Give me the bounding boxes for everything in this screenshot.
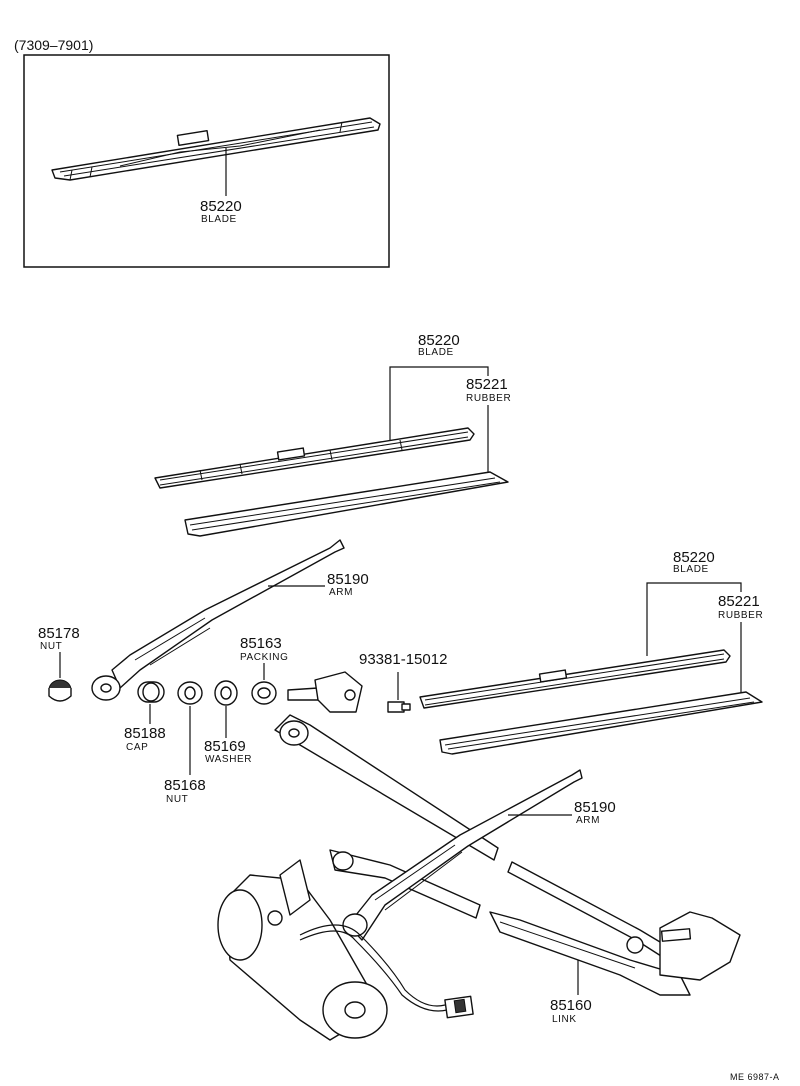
callout-rubber-2: 85221 RUBBER: [718, 593, 763, 621]
blade-1-bracket: [389, 366, 489, 440]
inset-blade-drawing: [51, 117, 381, 181]
inset-frame: [23, 54, 390, 268]
callout-bolt: 93381-15012: [359, 651, 447, 668]
blade-1-drawing: [154, 427, 475, 489]
blade-2-bracket: [646, 582, 742, 656]
svg-text:85178: 85178: [38, 625, 80, 642]
svg-text:CAP: CAP: [126, 742, 148, 753]
svg-text:LINK: LINK: [552, 1014, 577, 1025]
callout-arm-2: 85190 ARM: [574, 799, 616, 826]
wiper-motor-drawing: [217, 859, 474, 1041]
callout-blade-2: 85220 BLADE: [673, 549, 715, 575]
callout-packing: 85163 PACKING: [240, 635, 288, 663]
svg-text:85220: 85220: [673, 549, 715, 566]
svg-text:85190: 85190: [574, 799, 616, 816]
packing-drawing: [251, 681, 277, 705]
inset-range-label: (7309–7901): [14, 37, 93, 53]
callout-rubber-1: 85221 RUBBER: [466, 376, 511, 404]
callout-link: 85160 LINK: [550, 997, 592, 1025]
blade-2-drawing: [419, 649, 731, 709]
svg-text:BLADE: BLADE: [418, 347, 454, 358]
callout-nut-85168: 85168 NUT: [164, 777, 206, 805]
svg-text:85169: 85169: [204, 738, 246, 755]
svg-text:NUT: NUT: [40, 641, 62, 652]
arm-2-drawing: [342, 769, 583, 941]
svg-text:ARM: ARM: [329, 587, 353, 598]
nut-85168-drawing: [177, 681, 203, 705]
pivot-shaft-drawing: [287, 671, 363, 713]
rubber-2-drawing: [439, 691, 763, 755]
svg-text:85220: 85220: [418, 332, 460, 349]
svg-text:BLADE: BLADE: [673, 564, 709, 575]
svg-text:WASHER: WASHER: [205, 754, 252, 765]
svg-text:RUBBER: RUBBER: [718, 610, 763, 621]
svg-text:PACKING: PACKING: [240, 652, 288, 663]
svg-text:RUBBER: RUBBER: [466, 393, 511, 404]
svg-text:85221: 85221: [718, 593, 760, 610]
svg-text:BLADE: BLADE: [201, 214, 237, 225]
callout-inset-blade: 85220 BLADE: [200, 198, 242, 225]
callout-blade-1: 85220 BLADE: [418, 332, 460, 358]
svg-text:85163: 85163: [240, 635, 282, 652]
callout-nut-85178: 85178 NUT: [38, 625, 80, 652]
bolt-drawing: [387, 701, 411, 713]
svg-text:ARM: ARM: [576, 815, 600, 826]
svg-text:85220: 85220: [200, 198, 242, 215]
rubber-1-drawing: [184, 471, 509, 537]
svg-text:NUT: NUT: [166, 794, 188, 805]
washer-drawing: [214, 680, 238, 706]
drawing-code: ME 6987-A: [730, 1072, 780, 1082]
svg-text:85221: 85221: [466, 376, 508, 393]
svg-text:85190: 85190: [327, 571, 369, 588]
svg-text:85168: 85168: [164, 777, 206, 794]
svg-text:85188: 85188: [124, 725, 166, 742]
svg-text:93381-15012: 93381-15012: [359, 651, 447, 668]
arm-1-drawing: [91, 539, 345, 701]
callout-arm-1: 85190 ARM: [327, 571, 369, 598]
svg-text:85160: 85160: [550, 997, 592, 1014]
nut-85178-drawing: [48, 679, 72, 702]
callout-cap: 85188 CAP: [124, 725, 166, 753]
cap-drawing: [137, 681, 165, 703]
callout-washer: 85169 WASHER: [204, 738, 252, 765]
